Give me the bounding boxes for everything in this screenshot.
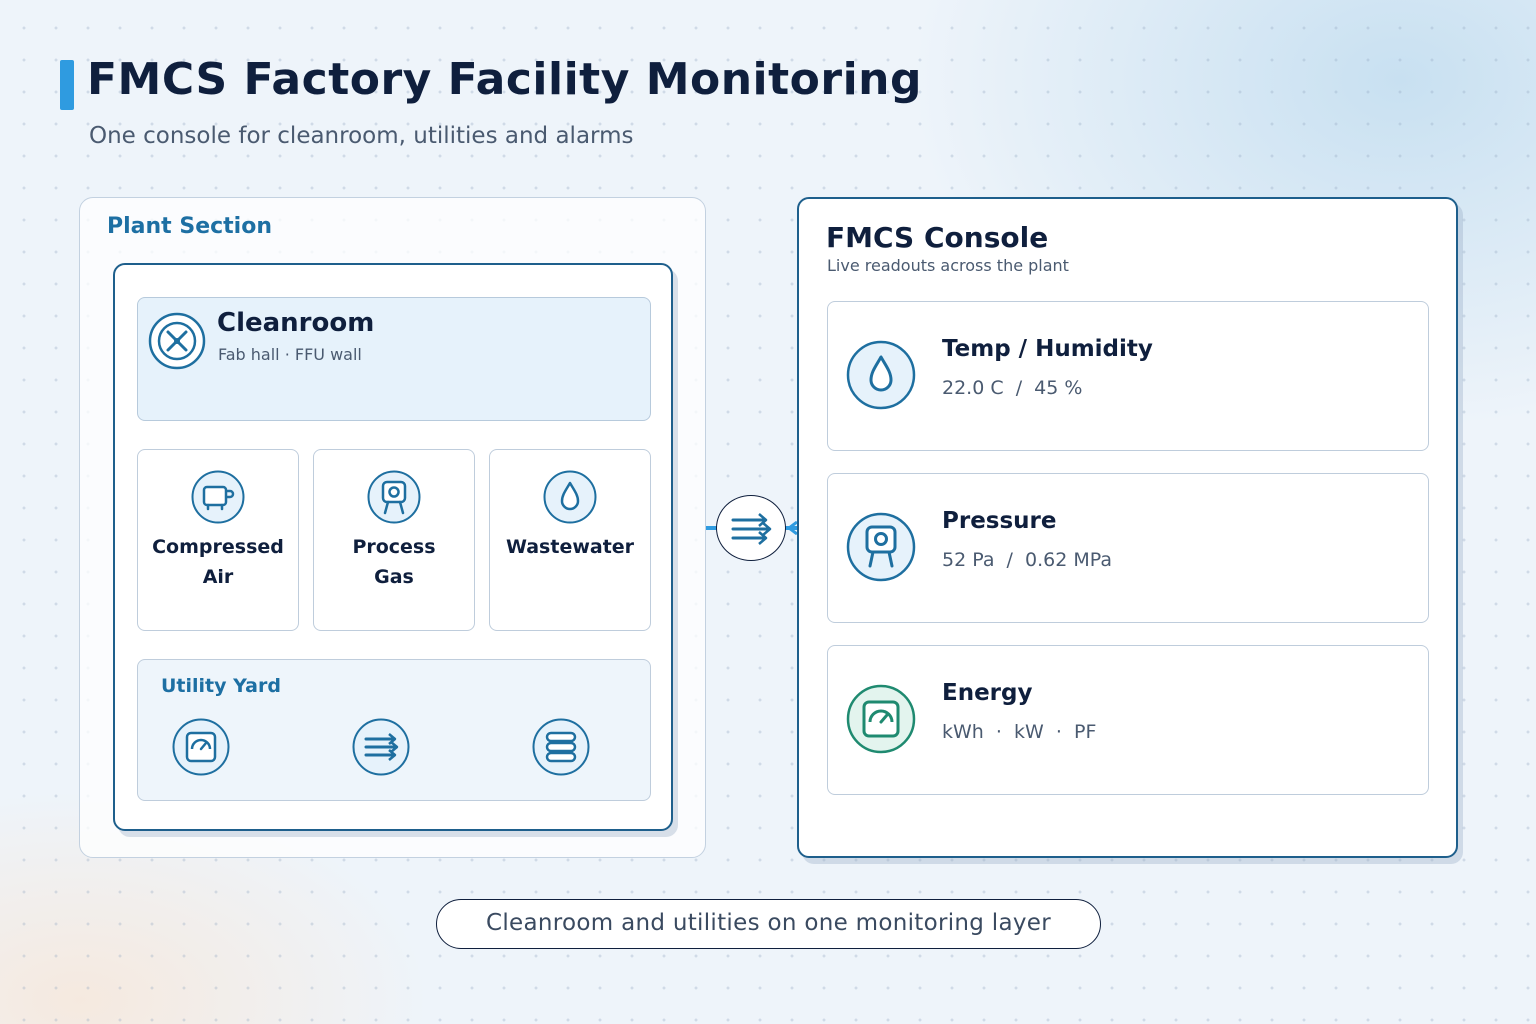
water-drop-icon [846, 340, 916, 414]
utility-yard-panel: Utility Yard [137, 659, 651, 801]
readout-value: 22.0 C / 45 % [942, 377, 1083, 399]
readout-value: kWh · kW · PF [942, 721, 1097, 743]
energy-meter-icon [846, 684, 916, 758]
plant-section-label: Plant Section [107, 214, 272, 239]
gas-cylinder-icon [367, 470, 421, 528]
plant-section-panel: Plant Section Cleanroom Fab hall · FFU w… [79, 197, 706, 858]
tile-wastewater[interactable]: Wastewater [489, 449, 651, 631]
readout-title: Energy [942, 680, 1033, 706]
console-subtitle: Live readouts across the plant [827, 256, 1069, 275]
footer-caption: Cleanroom and utilities on one monitorin… [436, 899, 1101, 949]
page-subtitle: One console for cleanroom, utilities and… [89, 123, 634, 149]
readout-title: Temp / Humidity [942, 336, 1153, 362]
fmcs-console-panel: FMCS Console Live readouts across the pl… [797, 197, 1458, 858]
flow-arrows-icon [731, 513, 772, 545]
utility-yard-label: Utility Yard [161, 675, 281, 697]
connector-arrowhead [787, 521, 798, 535]
gauge-meter-icon[interactable] [172, 718, 230, 780]
plant-inner-frame: Cleanroom Fab hall · FFU wall Compressed… [113, 263, 673, 831]
fan-icon [148, 312, 206, 374]
gas-cylinder-icon [846, 512, 916, 586]
connector-node[interactable] [716, 495, 786, 561]
cleanroom-card[interactable]: Cleanroom Fab hall · FFU wall [137, 297, 651, 421]
cleanroom-subtitle: Fab hall · FFU wall [218, 345, 362, 364]
readout-temp-humidity[interactable]: Temp / Humidity 22.0 C / 45 % [827, 301, 1429, 451]
compressor-icon [191, 470, 245, 528]
storage-tanks-icon[interactable] [532, 718, 590, 780]
readout-pressure[interactable]: Pressure 52 Pa / 0.62 MPa [827, 473, 1429, 623]
readout-title: Pressure [942, 508, 1057, 534]
console-title: FMCS Console [826, 221, 1049, 254]
page-title: FMCS Factory Facility Monitoring [87, 54, 922, 105]
tile-label: Wastewater [505, 536, 635, 558]
readout-value: 52 Pa / 0.62 MPa [942, 549, 1113, 571]
cleanroom-title: Cleanroom [217, 308, 375, 338]
water-drop-icon [543, 470, 597, 528]
flow-arrows-icon[interactable] [352, 718, 410, 780]
title-accent-bar [60, 60, 74, 110]
readout-energy[interactable]: Energy kWh · kW · PF [827, 645, 1429, 795]
